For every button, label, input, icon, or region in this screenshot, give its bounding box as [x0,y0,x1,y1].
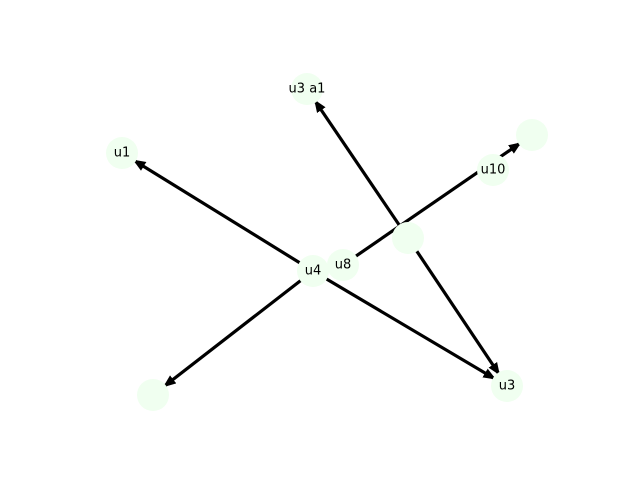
labels-layer: u1 u3 a1 u10 u4 u8 u3 [114,82,516,394]
node-u10 [477,154,509,186]
node-label: u1 [114,146,131,161]
edge-6 [406,237,501,376]
node-u4 [297,255,329,287]
node-u1 [106,137,138,169]
node-u3 [491,370,523,402]
edge-3 [163,269,314,388]
node-label: u8 [335,258,352,273]
node-u8 [327,249,359,281]
node-u3-a1 [291,73,323,105]
edge-1 [132,158,314,273]
node-unlabeled-5 [392,222,424,254]
node-label: u4 [305,264,322,279]
nodes-layer [106,73,548,411]
node-label: u3 [499,379,516,394]
edges-layer [132,99,522,388]
node-unlabeled-8 [137,379,169,411]
edge-5 [313,99,410,239]
node-unlabeled-4 [516,119,548,151]
node-label: u10 [481,163,506,178]
edge-2 [312,269,497,381]
node-label: u3 a1 [289,82,326,97]
